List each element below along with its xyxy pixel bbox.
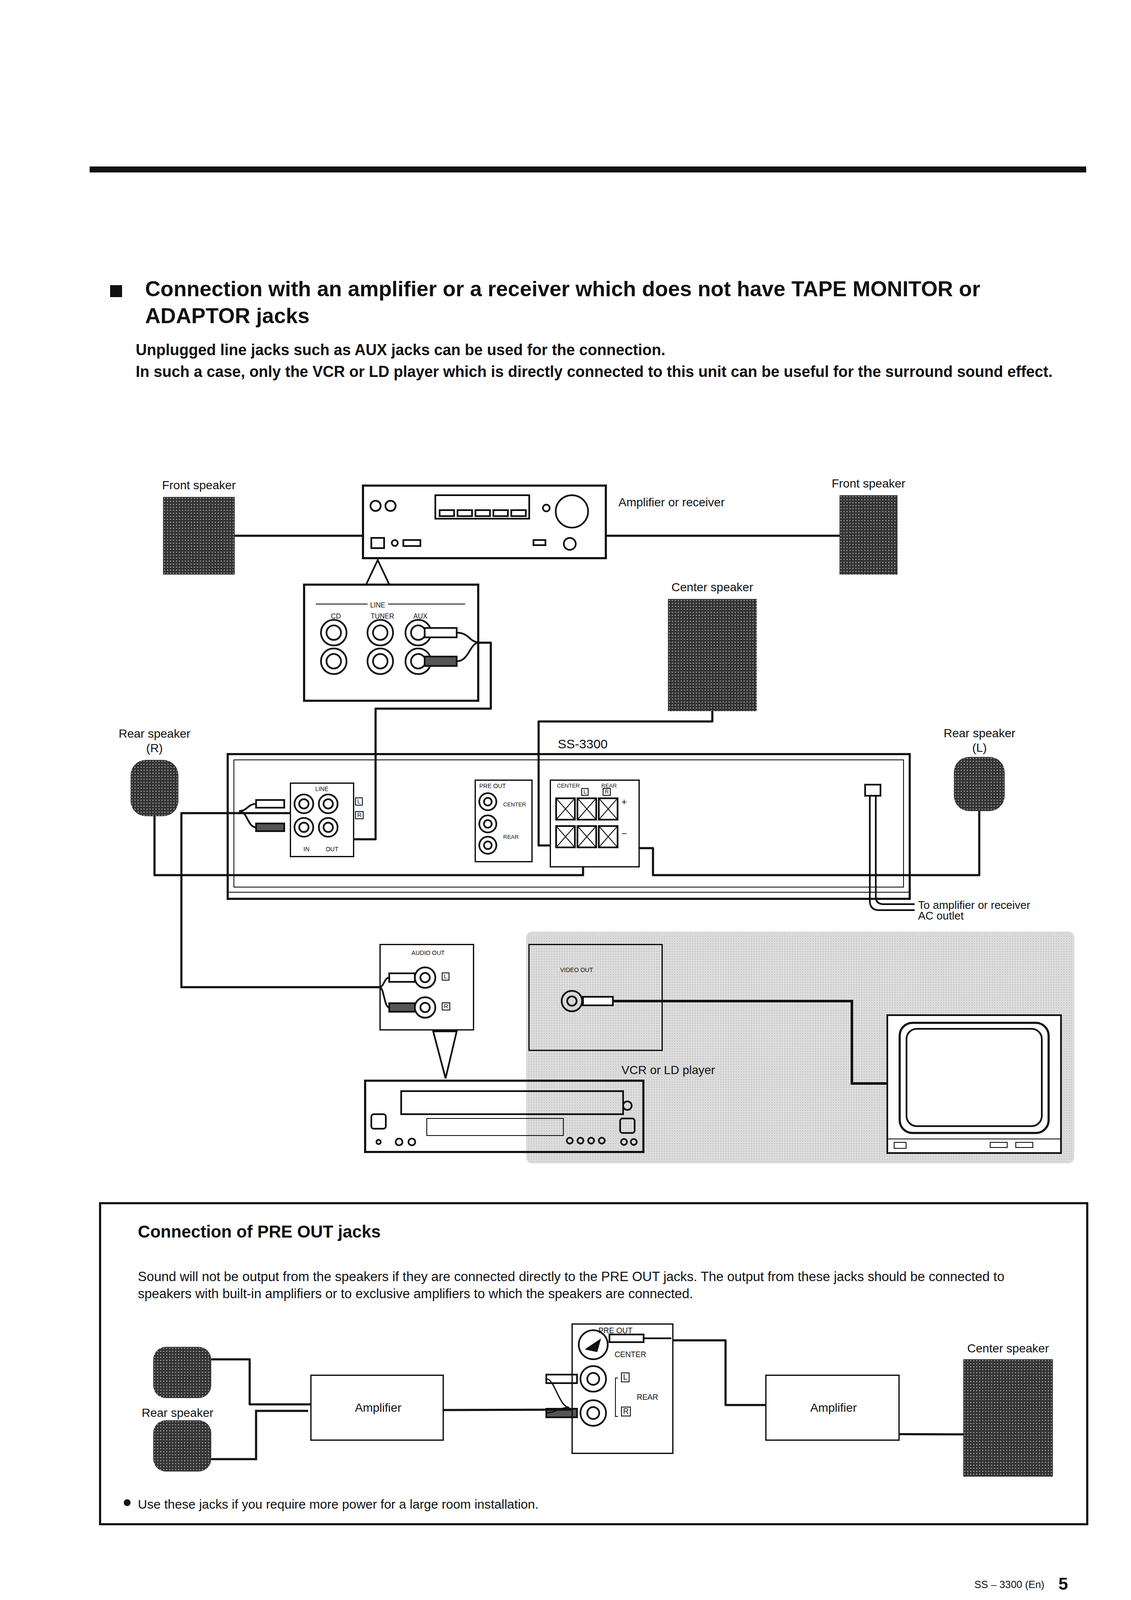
jack-panel: LINE IN OUT <box>289 782 355 857</box>
node-text: Center speaker <box>671 580 753 595</box>
node-text: LINE <box>367 600 388 610</box>
node-text: CENTER <box>503 801 526 808</box>
label: Unplugged line jacks such as AUX jacks c… <box>135 340 666 359</box>
label: L <box>355 797 363 806</box>
unit-box: SS-3300LINEINOUTPRE OUTCENTERREARCENTERR… <box>226 752 911 900</box>
node-text: CD <box>330 612 341 621</box>
jack-panel: PRE OUT CENTER REAR <box>571 1323 674 1454</box>
node-text: Rear speaker <box>141 1405 214 1420</box>
amplifier-box: Amplifier <box>310 1374 444 1441</box>
node-text: PRE OUT <box>479 782 506 790</box>
speaker-cabinet <box>153 1346 212 1398</box>
cable <box>606 534 840 537</box>
node-text: Sound will not be output from the speake… <box>137 1268 1060 1303</box>
cable <box>234 534 362 537</box>
label: L <box>581 787 589 796</box>
label: SS – 3300 (En) <box>974 1578 1045 1591</box>
label: 5 <box>1058 1573 1068 1594</box>
speaker: Front speaker <box>839 495 898 575</box>
amplifier-box: Amplifier <box>765 1374 900 1441</box>
label: In such a case, only the VCR or LD playe… <box>135 361 1075 383</box>
jack-panel: AUDIO OUT <box>379 943 475 1031</box>
cable <box>538 711 713 846</box>
label: To amplifier or receiver AC outlet <box>918 899 1047 921</box>
node-text: CENTER <box>556 782 580 790</box>
cable <box>899 1432 964 1436</box>
note-panel: Connection of PRE OUT jacksSound will no… <box>99 1201 1089 1525</box>
speaker: Rear speaker (R) <box>130 759 179 817</box>
node-text: Front speaker <box>162 478 237 493</box>
node-text: REAR <box>636 1392 659 1403</box>
node-text: Use these jacks if you require more powe… <box>137 1496 539 1512</box>
speaker: Center speaker <box>667 598 757 712</box>
speaker: Rear speaker (L) <box>953 756 1005 811</box>
node-text: SS-3300 <box>557 736 608 752</box>
cable <box>639 810 980 875</box>
speaker: Center speaker <box>963 1358 1053 1477</box>
node-text: Amplifier <box>355 1400 402 1415</box>
label: − <box>621 827 627 840</box>
jack-panel: PRE OUT CENTER REAR <box>474 779 533 863</box>
cable <box>443 1408 572 1411</box>
cable <box>181 813 380 988</box>
label: R <box>602 787 611 796</box>
cable <box>354 642 491 840</box>
title: Connection with an amplifier or a receiv… <box>145 275 1085 330</box>
node-text: REAR <box>503 833 519 841</box>
node-text: Center speaker <box>967 1340 1049 1356</box>
node-text: LINE <box>314 785 329 793</box>
label: + <box>621 796 627 808</box>
terminal-panel: CENTERREAR <box>549 779 640 868</box>
speaker-cabinet <box>153 1419 212 1472</box>
label: L <box>620 1372 630 1382</box>
label: L <box>441 972 450 981</box>
player-box: VCR or LD player <box>364 1079 645 1153</box>
node-text: CENTER <box>614 1349 647 1360</box>
node-text: VIDEO OUT <box>559 966 593 974</box>
label: R <box>620 1406 631 1417</box>
node-text: Amplifier <box>810 1400 857 1415</box>
node-text: OUT <box>325 845 339 853</box>
node-text: VCR or LD player <box>621 1062 715 1078</box>
node-text: Amplifier or receiver <box>618 495 725 510</box>
node-text: TUNER <box>370 612 394 621</box>
jack-panel: LINE CD TUNER AUX <box>303 583 480 702</box>
speaker: Front speaker <box>163 496 235 575</box>
cable <box>673 1340 766 1406</box>
amplifier-box: Amplifier or receiver <box>361 484 607 560</box>
node-text: IN <box>303 845 310 853</box>
node-text: Rear speaker (R) <box>111 726 198 755</box>
node-text: PRE OUT <box>598 1326 633 1336</box>
node-text: AUX <box>413 612 428 621</box>
node-text: Front speaker <box>831 476 906 491</box>
cable <box>154 816 583 875</box>
cable <box>211 1358 311 1405</box>
node-text: AUDIO OUT <box>411 949 445 957</box>
node-text: Connection of PRE OUT jacks <box>137 1221 381 1242</box>
label: R <box>441 1002 451 1011</box>
node-text: Rear speaker (L) <box>936 725 1023 755</box>
jack-panel: VIDEO OUT <box>528 943 663 1051</box>
speaker-pair: Rear speaker <box>153 1346 212 1472</box>
label: R <box>355 810 364 820</box>
